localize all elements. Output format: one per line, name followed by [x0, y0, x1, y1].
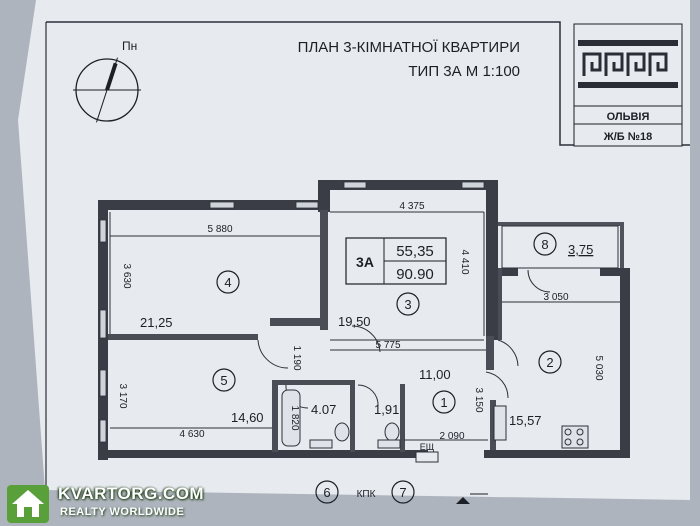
room-8-number: 8: [541, 237, 548, 252]
logo-name: ОЛЬВІЯ: [607, 111, 650, 123]
windows: [99, 181, 485, 443]
room-3-number: 3: [404, 297, 411, 312]
interior-walls: [108, 210, 502, 452]
dim-3050: 3 050: [543, 292, 568, 303]
apartment-summary-box: [345, 237, 447, 285]
apartment-type: 3А: [356, 254, 374, 270]
room-2-number: 2: [546, 355, 553, 370]
watermark-tagline: REALTY WORLDWIDE: [60, 506, 185, 518]
dim-3170: 3 170: [117, 383, 128, 408]
room-4-area: 21,25: [140, 315, 173, 330]
room-markers: [212, 232, 562, 504]
dim-2090: 2 090: [439, 431, 464, 442]
esh-label: ЕЩ: [420, 442, 435, 452]
room-5-number: 5: [220, 373, 227, 388]
dim-4630: 4 630: [179, 429, 204, 440]
building-number: Ж/Б №18: [603, 131, 652, 143]
watermark-house-icon: [7, 485, 49, 523]
plan-title-line2: ТИП 3А М 1:100: [408, 63, 520, 80]
dim-3630: 3 630: [121, 263, 132, 288]
room-1-number: 1: [440, 395, 447, 410]
total-area: 90.90: [396, 266, 434, 283]
room-1-area: 11,00: [419, 367, 451, 382]
kpk-label: КПК: [357, 489, 376, 500]
room-7-number: 7: [399, 485, 406, 500]
room-5-area: 14,60: [231, 410, 264, 425]
dim-5880: 5 880: [207, 224, 232, 235]
room-7-area: 1,91: [374, 402, 399, 417]
dim-5030: 5 030: [593, 355, 604, 380]
entrance-arrow-icon: [456, 497, 470, 504]
bathroom-fixtures: [281, 389, 589, 449]
dim-1190: 1 190: [291, 345, 302, 370]
living-area: 55,35: [396, 243, 434, 260]
room-8-area: 3,75: [568, 242, 593, 257]
north-label: Пн: [122, 39, 137, 53]
plan-title-line1: ПЛАН 3-КІМНАТНОЇ КВАРТИРИ: [298, 39, 520, 56]
watermark-site: KVARTORG.COM: [58, 484, 205, 503]
room-3-area: 19,50: [338, 314, 371, 329]
dim-4375: 4 375: [399, 201, 424, 212]
dim-3150: 3 150: [473, 387, 484, 412]
dim-4410: 4 410: [459, 249, 470, 274]
dim-1820: 1 820: [289, 405, 300, 430]
room-6-number: 6: [323, 485, 330, 500]
room-2-area: 15,57: [509, 413, 542, 428]
plan-lines: [109, 211, 620, 441]
compass-icon: [73, 57, 141, 123]
room-6-area: 4.07: [311, 402, 336, 417]
dim-5775: 5 775: [375, 340, 400, 351]
olvia-logo: [573, 23, 683, 147]
electrical-panel: [415, 451, 439, 463]
room-4-number: 4: [224, 275, 231, 290]
